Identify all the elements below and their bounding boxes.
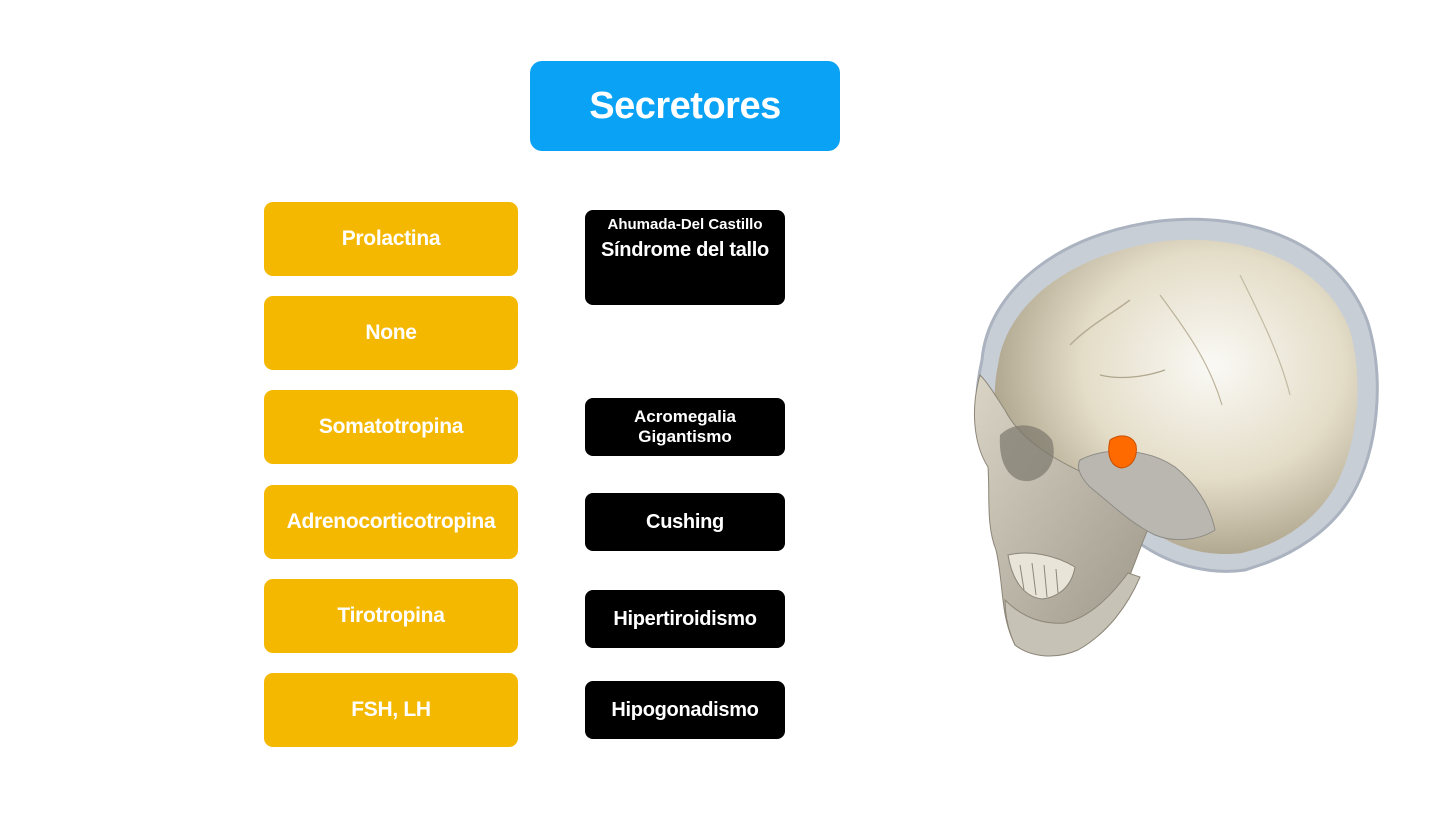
- disease-label: Cushing: [646, 511, 724, 533]
- disease-line: Gigantismo: [638, 427, 732, 446]
- disease-label: Hipertiroidismo: [613, 608, 757, 630]
- disease-subtitle: Ahumada-Del Castillo: [607, 216, 763, 233]
- hormone-box-adrenocorticotropina: Adrenocorticotropina: [264, 485, 518, 559]
- hormone-box-somatotropina: Somatotropina: [264, 390, 518, 464]
- disease-title: Síndrome del tallo: [601, 239, 769, 261]
- skull-illustration: [973, 217, 1379, 657]
- hormone-label: Prolactina: [341, 227, 441, 250]
- hormone-label: None: [365, 321, 417, 344]
- title-box: Secretores: [530, 61, 840, 151]
- disease-box-adrenocorticotropina: Cushing: [585, 493, 785, 551]
- hormone-label: FSH, LH: [351, 698, 431, 721]
- disease-line: Acromegalia: [633, 406, 737, 426]
- hormone-box-none: None: [264, 296, 518, 370]
- disease-box-fsh-lh: Hipogonadismo: [585, 681, 785, 739]
- page-title: Secretores: [589, 84, 781, 127]
- hormone-label: Adrenocorticotropina: [286, 510, 496, 533]
- hormone-box-tirotropina: Tirotropina: [264, 579, 518, 653]
- hormone-label: Somatotropina: [318, 415, 464, 438]
- pituitary-highlight: [1108, 435, 1137, 469]
- disease-label: Hipogonadismo: [611, 699, 759, 721]
- disease-box-somatotropina: Acromegalia Gigantismo: [585, 398, 785, 456]
- disease-box-tirotropina: Hipertiroidismo: [585, 590, 785, 648]
- hormone-box-prolactina: Prolactina: [264, 202, 518, 276]
- hormone-label: Tirotropina: [337, 604, 445, 627]
- hormone-box-fsh-lh: FSH, LH: [264, 673, 518, 747]
- disease-box-prolactina: Ahumada-Del Castillo Síndrome del tallo: [585, 210, 785, 305]
